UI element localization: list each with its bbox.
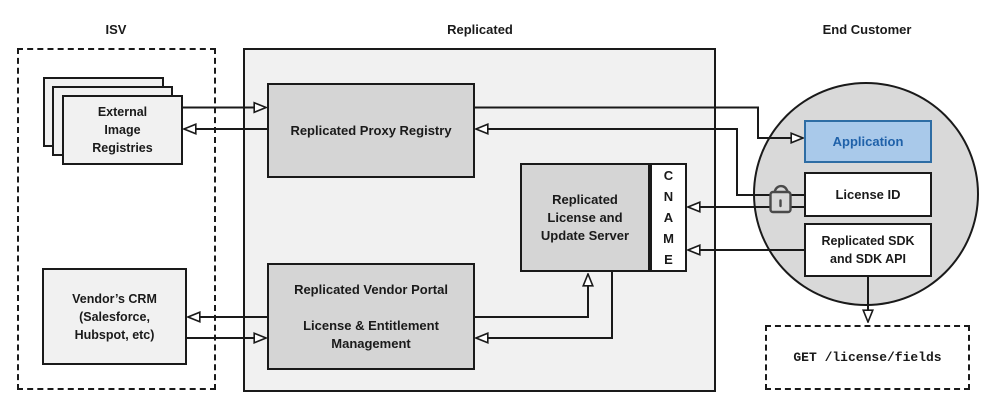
isv-section-label: ISV [105,22,127,37]
end-customer-section-label: End Customer [822,22,912,37]
vendors-crm-node: Vendor’s CRM (Salesforce, Hubspot, etc) [42,268,187,365]
application-node: Application [804,120,932,163]
get-license-fields-node: GET /license/fields [765,325,970,390]
replicated-sdk-node: Replicated SDK and SDK API [804,223,932,277]
connector-proxy-to-application [475,106,803,139]
connector-portal-to-license-server [475,274,588,318]
replicated-license-update-server-node: Replicated License and Update Server [520,163,650,272]
license-id-node: License ID [804,172,932,217]
connector-license-server-to-portal [476,272,613,338]
external-image-registries-node: External Image Registries [62,95,183,165]
unlocked-padlock-icon [769,184,792,214]
isv-region-box [17,48,216,390]
replicated-section-label: Replicated [447,22,513,37]
replicated-vendor-portal-node: Replicated Vendor Portal License & Entit… [267,263,475,370]
replicated-proxy-registry-node: Replicated Proxy Registry [267,83,475,178]
cname-node: C N A M E [650,163,687,272]
